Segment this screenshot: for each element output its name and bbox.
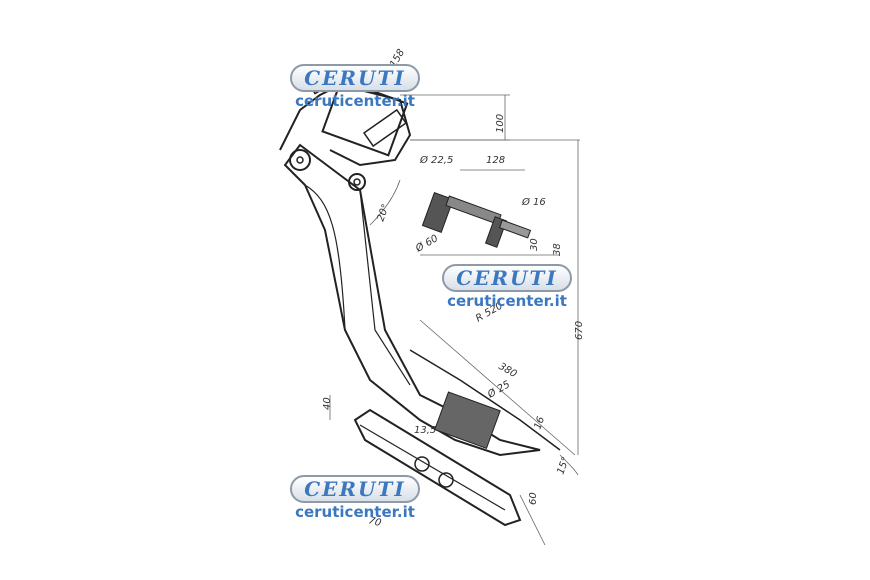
dim-70: 70: [367, 515, 382, 529]
watermark-url: ceruticenter.it: [295, 92, 415, 110]
dim-38: 38: [552, 243, 563, 256]
dim-diameter-25: Ø 25: [485, 378, 512, 401]
dim-diameter-60: Ø 60: [413, 232, 440, 255]
foot-point: [409, 349, 561, 451]
dim-128: 128: [486, 155, 505, 166]
dimension-lines: [329, 94, 580, 546]
dim-diameter-22-5: Ø 22,5: [419, 154, 453, 166]
dim-13-5: 13,5: [414, 425, 436, 436]
watermark-url: ceruticenter.it: [295, 503, 415, 521]
dim-670: 670: [574, 321, 585, 340]
watermark: CERUTI ceruticenter.it: [260, 475, 450, 521]
dim-16: 16: [532, 415, 547, 431]
watermark-url: ceruticenter.it: [447, 292, 567, 310]
dim-100: 100: [495, 114, 506, 133]
shank-outline: [283, 143, 541, 457]
watermark-logo: CERUTI: [442, 264, 572, 292]
dim-diameter-16: Ø 16: [521, 196, 546, 208]
dim-15-degree: 15°: [555, 456, 571, 476]
dim-380: 380: [497, 361, 519, 380]
dim-40: 40: [322, 397, 333, 410]
bolt-detail: [421, 191, 532, 248]
dim-30: 30: [529, 238, 540, 251]
dim-20-degree: 20°: [375, 203, 391, 223]
watermark: CERUTI ceruticenter.it: [260, 64, 450, 110]
dim-60: 60: [528, 492, 539, 505]
pivot-holes: [289, 149, 366, 191]
blade-detail: [353, 408, 522, 527]
watermark-logo: CERUTI: [290, 64, 420, 92]
watermark: CERUTI ceruticenter.it: [412, 264, 602, 310]
watermark-logo: CERUTI: [290, 475, 420, 503]
